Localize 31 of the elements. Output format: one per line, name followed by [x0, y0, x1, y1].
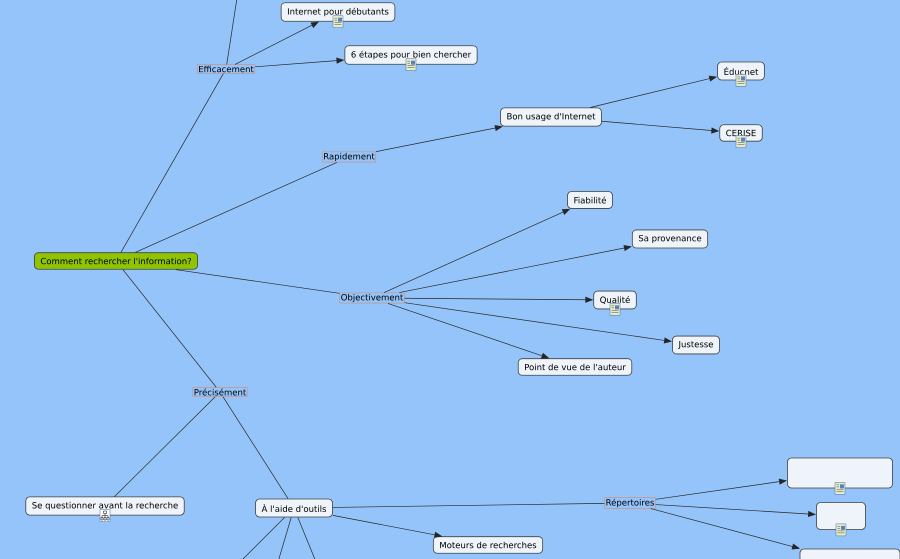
- concept-box: Moteurs de recherches: [432, 536, 544, 554]
- connector-line: [114, 396, 216, 497]
- concept-box: Justesse: [672, 336, 720, 354]
- connector-line: [222, 396, 288, 499]
- concept-box: Sa provenance: [632, 230, 708, 248]
- linking-phrase: Rapidement: [322, 152, 376, 162]
- concept-box: Se questionner avant la recherche: [25, 496, 185, 516]
- connector-line: [176, 269, 340, 294]
- connector-line: [120, 73, 224, 253]
- connector-line: [332, 503, 605, 508]
- connector-line: [278, 517, 292, 559]
- linking-phrase: Répertoires: [604, 497, 656, 509]
- linking-phrase: Objectivement: [339, 292, 405, 304]
- linking-phrase: Efficacement: [196, 64, 256, 74]
- concept-box: Bon usage d'Internet: [500, 107, 602, 126]
- main-concept-box: Comment rechercher l'information?: [34, 252, 198, 270]
- connector-line: [122, 269, 217, 388]
- concept-box: Point de vue de l'auteur: [518, 358, 632, 376]
- concept-box: Fiabilité: [567, 191, 613, 209]
- connector-line: [297, 517, 316, 559]
- concept-box: 6 étapes pour bien chercher: [344, 45, 478, 65]
- concept-box: [816, 502, 866, 530]
- concept-box: [800, 548, 900, 559]
- concept-box: À l'aide d'outils: [255, 498, 333, 518]
- concept-box: Qualité: [593, 290, 637, 310]
- connector-line: [135, 162, 338, 253]
- concept-box: [787, 458, 893, 488]
- connector-line: [226, 0, 238, 65]
- concept-box: Éducnet: [717, 62, 765, 80]
- concept-box: Internet pour débutants: [280, 2, 396, 22]
- linking-phrase: Précisément: [192, 387, 248, 397]
